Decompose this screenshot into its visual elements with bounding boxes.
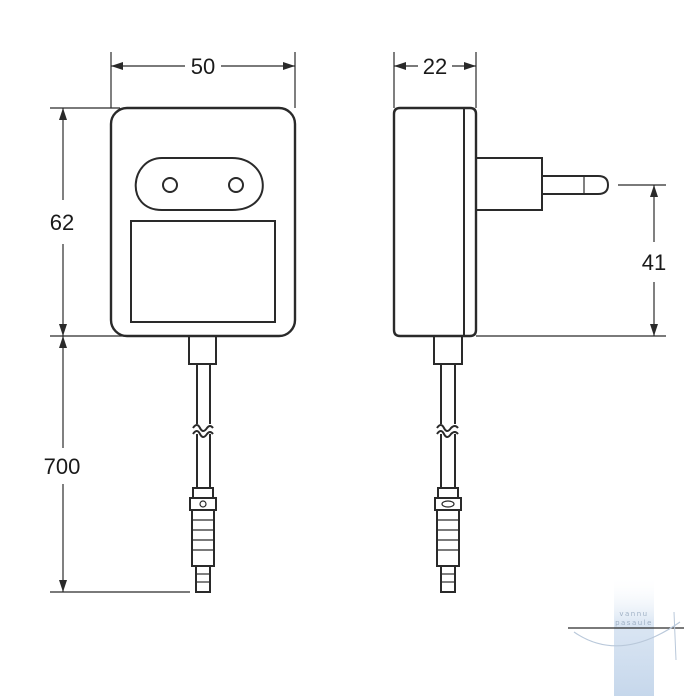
plug-socket: [134, 157, 264, 211]
strain-relief-side: [433, 335, 463, 365]
label-panel: [130, 220, 276, 323]
pin-hole-left: [162, 177, 178, 193]
front-view: [109, 106, 297, 593]
dim-label-50: 50: [191, 54, 215, 79]
strain-relief-front: [188, 335, 217, 365]
dimension-front-width: 50: [110, 52, 296, 108]
dim-label-22: 22: [423, 54, 447, 79]
brand-watermark: vannu pasaule: [568, 576, 684, 696]
side-view: [392, 106, 610, 593]
plug-body-side: [476, 157, 543, 211]
dimension-pin-height: 41: [476, 184, 666, 337]
watermark-bar: [614, 576, 654, 696]
dim-label-62: 62: [50, 210, 74, 235]
watermark-line-2: pasaule: [615, 619, 653, 627]
dim-label-41: 41: [642, 250, 666, 275]
pin-hole-right: [228, 177, 244, 193]
dim-label-700: 700: [44, 454, 81, 479]
dc-connector-front: [189, 487, 217, 593]
dc-connector-side: [434, 487, 462, 593]
adapter-housing-side: [392, 106, 478, 338]
dimension-side-depth: 22: [393, 52, 477, 108]
plug-pin: [542, 175, 610, 195]
dimension-cable-length: 700: [44, 336, 190, 593]
watermark-line-1: vannu: [619, 610, 648, 618]
